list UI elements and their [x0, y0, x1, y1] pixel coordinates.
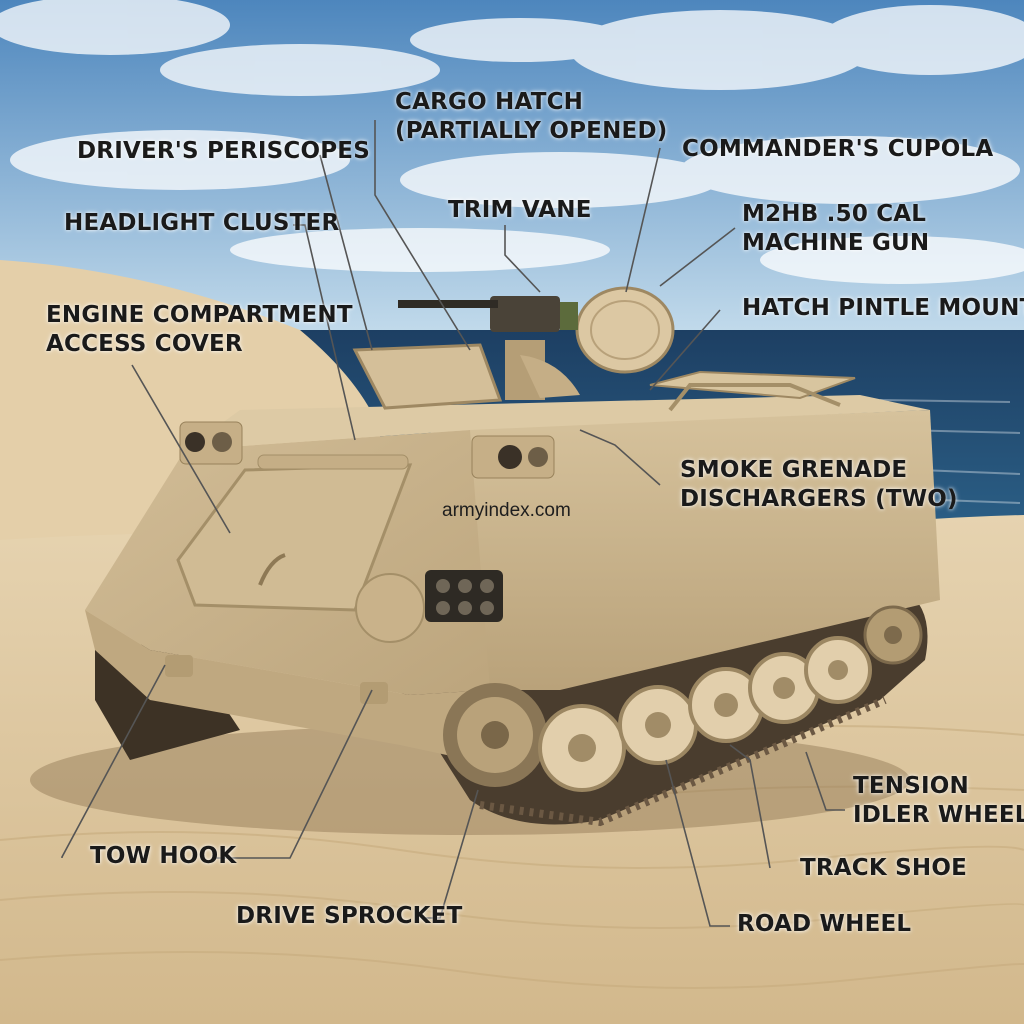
- left-tow-hook: [165, 655, 193, 677]
- label-cargo-hatch: CARGO HATCH (PARTIALLY OPENED): [395, 89, 668, 144]
- cover-latch: [258, 553, 286, 586]
- left-headlight-cluster: [179, 421, 243, 465]
- drive-sprocket: [443, 683, 547, 787]
- label-drivers-periscopes: DRIVER'S PERISCOPES: [77, 138, 370, 164]
- road-wheels: [538, 636, 872, 792]
- access-port: [355, 573, 425, 643]
- tension-idler-wheel: [863, 605, 923, 665]
- hull-lower-front: [85, 610, 490, 760]
- label-headlight-cluster: HEADLIGHT CLUSTER: [64, 210, 340, 236]
- track-shoes-lower: [479, 696, 887, 827]
- label-smoke-dischargers: SMOKE GRENADE DISCHARGERS (TWO): [680, 457, 958, 512]
- clouds: [0, 0, 1024, 284]
- right-headlight-cluster: [471, 435, 555, 479]
- label-drive-sprocket: DRIVE SPROCKET: [236, 903, 463, 929]
- smoke-grenade-dischargers: [425, 570, 503, 622]
- right-tow-hook: [360, 682, 388, 704]
- label-road-wheel: ROAD WHEEL: [737, 911, 912, 937]
- hull-roof: [185, 395, 930, 450]
- label-track-shoe: TRACK SHOE: [800, 855, 967, 881]
- label-tension-idler: TENSION IDLER WHEEL: [853, 773, 1024, 828]
- engine-access-cover: [176, 463, 413, 612]
- leader-lines: [61, 120, 845, 927]
- watermark: armyindex.com: [442, 500, 571, 521]
- cover-handle: [257, 454, 409, 470]
- hull-rails: [668, 383, 841, 412]
- label-tow-hook: TOW HOOK: [90, 843, 237, 869]
- cargo-hatch: [352, 343, 503, 410]
- sand-ripples: [0, 725, 1024, 989]
- label-trim-vane: TRIM VANE: [448, 197, 592, 223]
- hull-side: [430, 410, 940, 690]
- label-pintle-mount: HATCH PINTLE MOUNT: [742, 295, 1024, 321]
- waves: [879, 399, 1021, 504]
- label-machine-gun: M2HB .50 CAL MACHINE GUN: [742, 201, 930, 256]
- label-commanders-cupola: COMMANDER'S CUPOLA: [682, 136, 994, 162]
- machine-gun-mount: [398, 296, 580, 400]
- label-engine-cover: ENGINE COMPARTMENT ACCESS COVER: [46, 302, 353, 357]
